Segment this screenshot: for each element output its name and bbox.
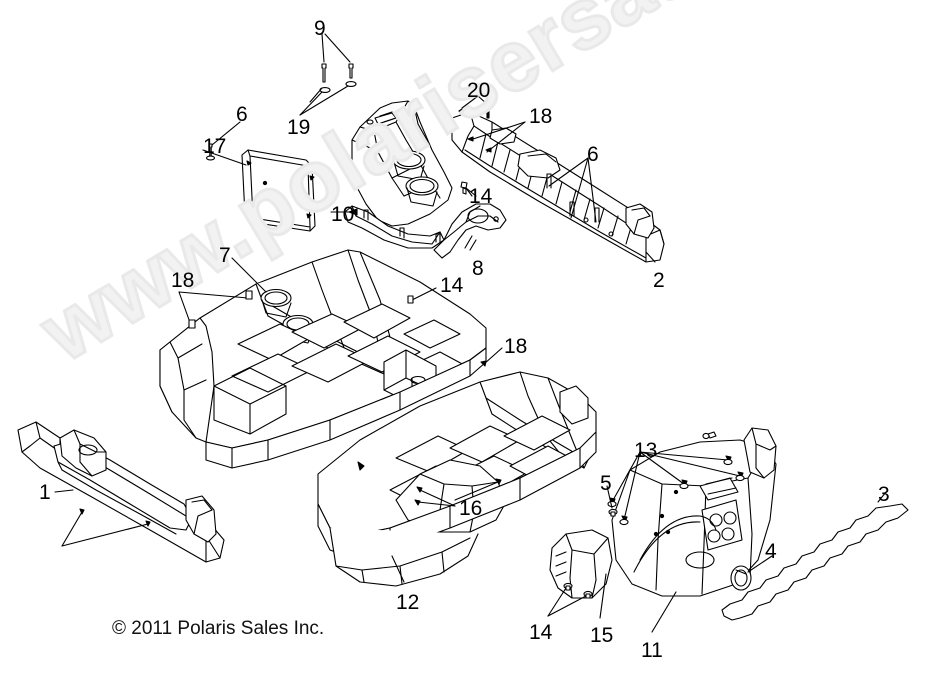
callout-9: 9 [314, 17, 326, 40]
leader-18-center [480, 347, 503, 367]
callout-2: 2 [653, 269, 665, 292]
leader-14-top [465, 187, 477, 197]
leader-6-upper-right [546, 157, 600, 223]
part-17-cover-plate [202, 149, 316, 232]
part-5-push-rivet [606, 485, 618, 517]
callout-20: 20 [467, 79, 491, 102]
leader-18-upper-right [467, 121, 526, 153]
callout-16: 16 [459, 497, 483, 520]
callout-1: 1 [39, 481, 51, 504]
copyright-notice: © 2011 Polaris Sales Inc. [112, 618, 325, 639]
part-7-center-floor [159, 249, 487, 469]
callout-13: 13 [634, 439, 658, 462]
callout-18-b: 18 [171, 269, 195, 292]
callout-17: 17 [203, 135, 227, 158]
part-1-rocker-panel [17, 421, 225, 563]
callout-6-b: 6 [587, 143, 599, 166]
part-6-screw-left [205, 121, 241, 161]
callout-8: 8 [472, 257, 484, 280]
callout-14-b: 14 [440, 274, 464, 297]
callout-3: 3 [878, 483, 890, 506]
callout-5: 5 [600, 472, 612, 495]
part-14-nuts-bottom [547, 582, 593, 617]
part-2-rear-trim-panel [451, 111, 665, 263]
callout-6-a: 6 [236, 103, 248, 126]
leader-14-left [407, 287, 437, 304]
leader-18-left [178, 290, 253, 329]
part-12-rear-floor [317, 371, 597, 587]
part-11-right-floor [611, 427, 777, 633]
callout-14-a: 14 [469, 185, 493, 208]
callout-18-a: 18 [529, 105, 553, 128]
callout-15: 15 [590, 624, 614, 647]
part-9-bolts [299, 33, 357, 116]
callout-10: 10 [331, 203, 355, 226]
callout-18-c: 18 [504, 335, 528, 358]
leader-16 [414, 478, 502, 507]
leader-7 [231, 257, 267, 293]
callout-7: 7 [219, 244, 231, 267]
part-10-console-tunnel [330, 100, 453, 249]
part-8-bracket [433, 203, 507, 259]
callout-19: 19 [287, 116, 311, 139]
part-13-rivets [607, 431, 745, 526]
leader-19 [309, 87, 323, 103]
part-4-grommet [730, 555, 773, 591]
part-3-seal-strip [721, 491, 909, 621]
callout-11: 11 [641, 639, 663, 662]
callout-4: 4 [765, 540, 777, 563]
callout-12: 12 [396, 591, 420, 614]
part-15-flap [549, 529, 613, 619]
callout-14-c: 14 [529, 621, 553, 644]
